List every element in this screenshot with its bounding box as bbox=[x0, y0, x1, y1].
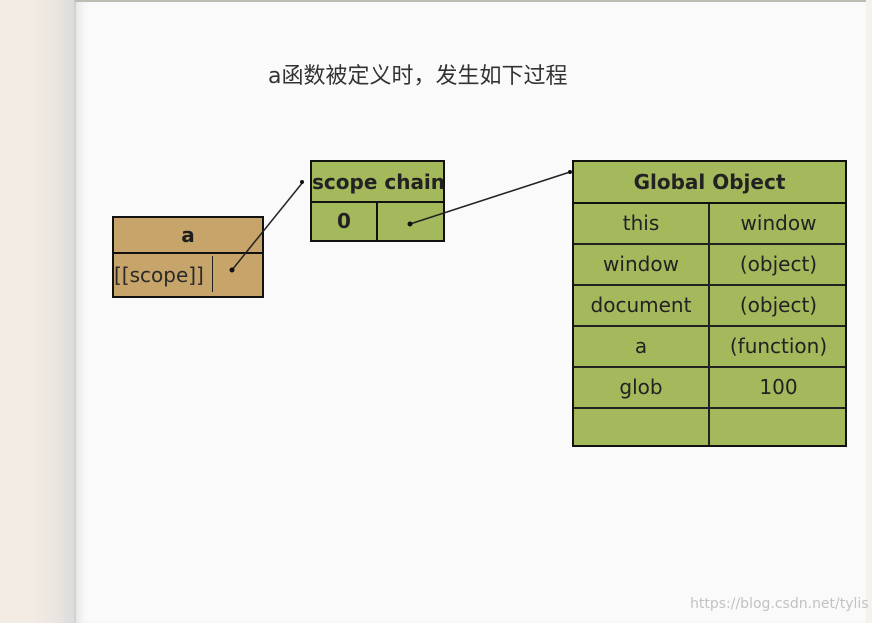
function-a-box: a [[scope]] bbox=[112, 216, 264, 298]
row-key: glob bbox=[574, 368, 710, 407]
global-object-row: this window bbox=[574, 204, 845, 245]
function-a-name: a bbox=[114, 218, 262, 254]
scope-to-chain-pointer bbox=[231, 181, 304, 271]
scope-chain-index-0: 0 bbox=[312, 203, 378, 240]
row-value: 100 bbox=[759, 375, 798, 399]
slide-title: a函数被定义时，发生如下过程 bbox=[268, 64, 568, 89]
global-object-row: window (object) bbox=[574, 245, 845, 286]
global-object-box: Global Object this window window (object… bbox=[572, 160, 847, 447]
page-edge-shadow bbox=[30, 0, 74, 623]
row-key bbox=[574, 409, 710, 445]
scope-pointer-origin-dot bbox=[229, 267, 235, 273]
chain-pointer-end-dot bbox=[568, 170, 572, 174]
left-margin-strip bbox=[0, 0, 30, 623]
row-key: a bbox=[574, 327, 710, 366]
scope-pointer-end-dot bbox=[300, 180, 304, 184]
global-object-row bbox=[574, 409, 845, 445]
right-edge-strip bbox=[866, 0, 872, 623]
row-key: document bbox=[574, 286, 710, 325]
row-value: (object) bbox=[739, 293, 818, 317]
chain-pointer-origin-dot bbox=[407, 221, 413, 227]
global-object-row: a (function) bbox=[574, 327, 845, 368]
row-value: window bbox=[740, 211, 817, 235]
global-object-row: document (object) bbox=[574, 286, 845, 327]
scope-chain-title: scope chain bbox=[312, 162, 445, 203]
scope-chain-box: scope chain 0 bbox=[310, 160, 445, 242]
global-object-row: glob 100 bbox=[574, 368, 845, 409]
scope-cell-divider bbox=[212, 256, 213, 292]
row-key: this bbox=[574, 204, 710, 243]
row-key: window bbox=[574, 245, 710, 284]
watermark-url: https://blog.csdn.net/tylis bbox=[690, 596, 869, 612]
chain-to-global-pointer bbox=[409, 171, 571, 225]
row-value: (object) bbox=[739, 252, 818, 276]
row-value: (function) bbox=[729, 334, 828, 358]
scope-property-label: [[scope]] bbox=[114, 263, 204, 287]
global-object-title: Global Object bbox=[574, 162, 845, 204]
